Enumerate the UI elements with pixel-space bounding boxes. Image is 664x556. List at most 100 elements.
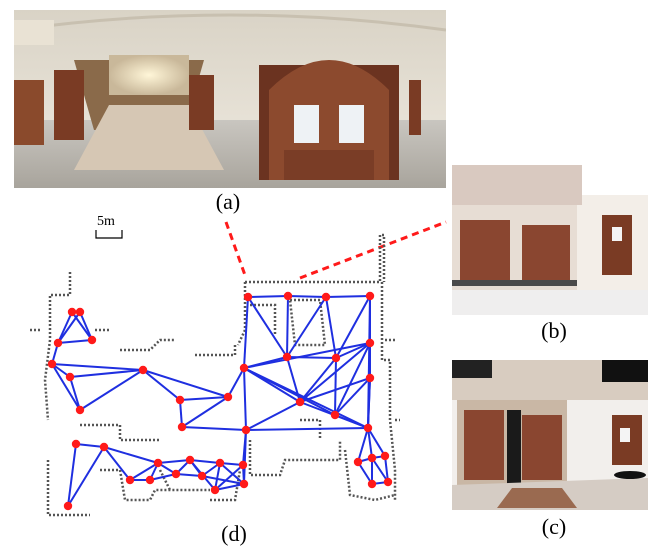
- graph-node: [87, 335, 97, 345]
- graph-node: [47, 359, 57, 369]
- graph-node: [321, 292, 331, 302]
- graph-edge: [157, 459, 191, 464]
- graph-edge: [335, 342, 371, 359]
- graph-edge: [384, 455, 389, 483]
- graph-node: [365, 338, 375, 348]
- graph-node: [295, 397, 305, 407]
- graph-nodes: [47, 291, 393, 511]
- graph-edge: [367, 427, 386, 457]
- graph-node: [67, 307, 77, 317]
- graph-node: [367, 479, 377, 489]
- graph-node: [175, 395, 185, 405]
- graph-node: [75, 307, 85, 317]
- graph-node: [365, 291, 375, 301]
- caption-c: (c): [541, 514, 567, 539]
- graph-edge: [357, 461, 373, 485]
- graph-node: [138, 365, 148, 375]
- graph-edge: [179, 399, 183, 428]
- graph-node: [223, 392, 233, 402]
- graph-edge: [286, 296, 327, 358]
- graph-node: [380, 451, 390, 461]
- graph-edge: [367, 427, 373, 459]
- graph-edge: [325, 296, 337, 359]
- graph-edge: [149, 473, 177, 481]
- graph-edge: [367, 377, 371, 429]
- graph-edge: [67, 443, 77, 507]
- graph-edge: [103, 446, 159, 464]
- graph-edge: [287, 295, 327, 298]
- graph-edge: [325, 295, 371, 298]
- scale-bar: [95, 230, 123, 239]
- graph-edge: [214, 464, 244, 491]
- graph-node: [197, 471, 207, 481]
- graph-edge: [75, 443, 105, 448]
- graph-edge: [181, 396, 229, 428]
- graph-node: [99, 442, 109, 452]
- graph-edge: [51, 363, 81, 411]
- graph-node: [65, 372, 75, 382]
- graph-edge: [245, 401, 301, 431]
- graph-edge: [245, 427, 369, 431]
- graph-node: [125, 475, 135, 485]
- floor-map-graph: 5m: [0, 195, 452, 525]
- graph-node: [330, 410, 340, 420]
- graph-edge: [181, 426, 247, 431]
- caption-a: (a): [215, 189, 241, 214]
- graph-edge: [334, 357, 337, 416]
- graph-edges: [51, 295, 389, 507]
- graph-edge: [69, 369, 144, 378]
- graph-edge: [286, 295, 289, 358]
- graph-edge: [57, 311, 81, 344]
- graph-node: [153, 458, 163, 468]
- graph-node: [210, 485, 220, 495]
- graph-edge: [79, 369, 144, 411]
- graph-edge: [67, 446, 105, 507]
- graph-edge: [334, 377, 371, 416]
- callout-line-right: [299, 220, 447, 280]
- caption-b: (b): [541, 318, 567, 343]
- graph-edge: [142, 369, 181, 401]
- graph-node: [171, 469, 181, 479]
- graph-edge: [243, 367, 247, 431]
- graph-edge: [57, 339, 93, 344]
- graph-edge: [243, 296, 249, 369]
- graph-edge: [357, 427, 369, 463]
- graph-node: [215, 458, 225, 468]
- graph-edge: [51, 363, 144, 371]
- graph-edge: [371, 457, 389, 483]
- graph-edge: [214, 483, 245, 491]
- callout-line-left: [224, 221, 248, 279]
- graph-node: [177, 422, 187, 432]
- graph-node: [243, 292, 253, 302]
- graph-edge: [71, 311, 93, 341]
- graph-node: [145, 475, 155, 485]
- graph-edge: [189, 459, 221, 464]
- graph-node: [331, 353, 341, 363]
- perspective-photo: [452, 165, 648, 315]
- graph-edge: [334, 342, 371, 416]
- graph-edge: [129, 462, 159, 481]
- graph-edge: [247, 295, 289, 298]
- scale-bar-label: 5m: [97, 214, 115, 229]
- graph-node: [53, 338, 63, 348]
- graph-node: [365, 373, 375, 383]
- graph-edge: [179, 396, 229, 401]
- graph-edge: [299, 357, 337, 403]
- graph-node: [283, 291, 293, 301]
- graph-node: [367, 453, 377, 463]
- pointcloud-render: [452, 360, 648, 510]
- graph-node: [75, 405, 85, 415]
- graph-edge: [243, 429, 247, 485]
- graph-edge: [175, 473, 203, 477]
- graph-node: [63, 501, 73, 511]
- graph-edge: [201, 475, 245, 485]
- graph-node: [282, 352, 292, 362]
- graph-edge: [69, 376, 81, 411]
- graph-node: [383, 477, 393, 487]
- caption-d: (d): [221, 521, 247, 546]
- graph-node: [353, 457, 363, 467]
- graph-edge: [243, 367, 369, 429]
- graph-node: [241, 425, 251, 435]
- graph-node: [239, 363, 249, 373]
- graph-edge: [227, 367, 245, 398]
